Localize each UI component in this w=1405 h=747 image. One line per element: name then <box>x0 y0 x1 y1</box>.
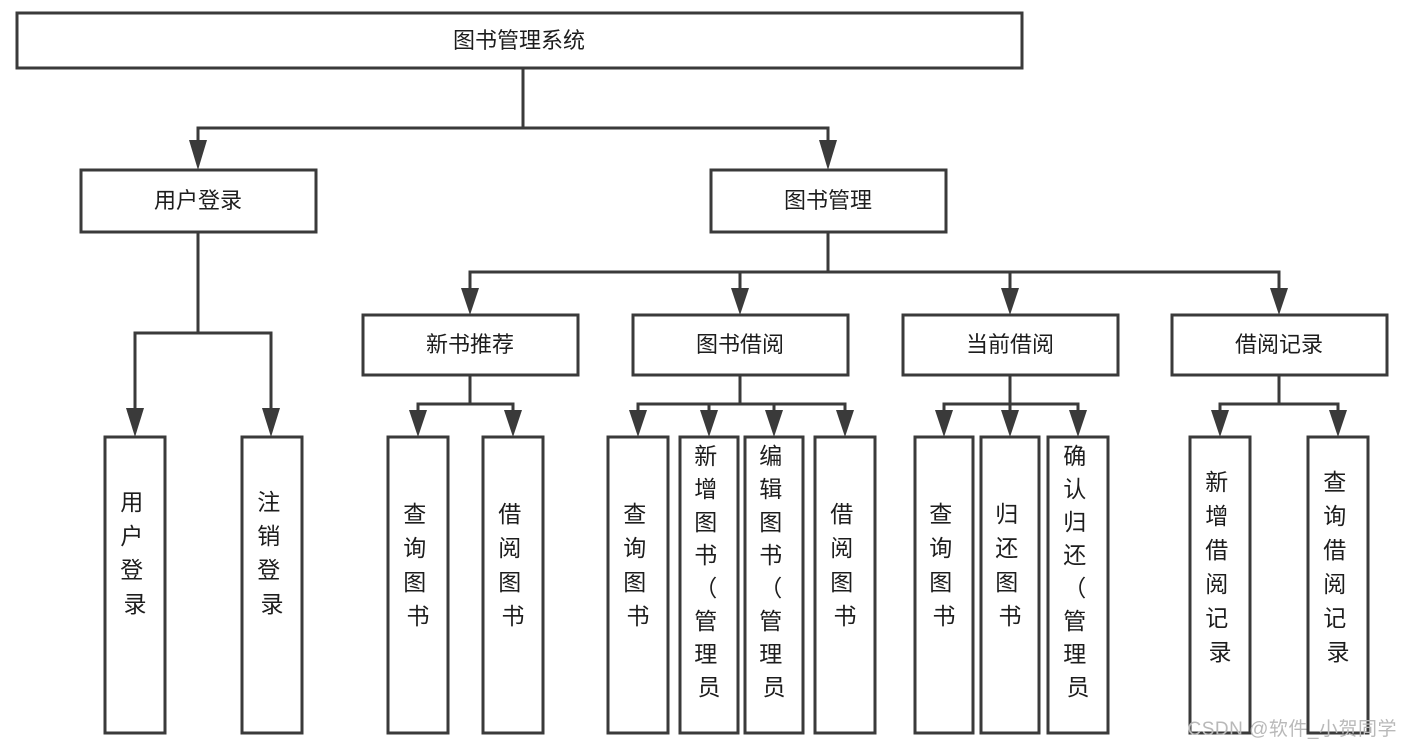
leaf-label-new-book-borrow: 借 阅 图 书 <box>498 501 527 629</box>
leaf-new-book-borrow[interactable]: 借 阅 图 书 <box>481 435 545 735</box>
leaf-label-book-borrow-query: 查 询 图 书 <box>623 501 652 629</box>
arrow-bookborrow-leaf-2 <box>700 410 718 437</box>
leaf-label-current-borrow-query: 查 询 图 书 <box>929 501 958 629</box>
leaf-label-borrow-record-add: 新 增 借 阅 记 录 <box>1205 469 1234 665</box>
node-label-user-login: 用户登录 <box>154 188 242 213</box>
arrow-to-current-borrow <box>1001 288 1019 315</box>
arrow-to-leaf-user-login <box>126 408 144 437</box>
leaf-borrow-record-query[interactable]: 查 询 借 阅 记 录 <box>1306 435 1370 735</box>
arrow-to-borrow-record <box>1270 288 1288 315</box>
leaf-label-user-login-login: 用 户 登 录 <box>120 489 149 617</box>
arrow-to-book-borrow <box>731 288 749 315</box>
node-book-borrow[interactable]: 图书借阅 <box>631 313 850 377</box>
leaf-label-user-login-logout: 注 销 登 录 <box>257 489 286 617</box>
node-book-management[interactable]: 图书管理 <box>709 168 948 234</box>
leaf-label-book-borrow-edit: 编 辑 图 书 （ 管 理 员 <box>759 443 788 700</box>
arrow-currentborrow-leaf-2 <box>1001 410 1019 437</box>
arrow-to-user-login <box>189 140 207 170</box>
leaf-current-borrow-query[interactable]: 查 询 图 书 <box>913 435 975 735</box>
csdn-watermark: CSDN @软件_小贺同学 <box>1187 719 1397 740</box>
arrow-borrowrecord-leaf-2 <box>1329 410 1347 437</box>
arrow-newbook-leaf-1 <box>409 410 427 437</box>
leaf-current-borrow-return[interactable]: 归 还 图 书 <box>979 435 1041 735</box>
arrow-borrowrecord-leaf-1 <box>1211 410 1229 437</box>
node-root-book-management-system[interactable]: 图书管理系统 <box>15 11 1024 70</box>
node-user-login[interactable]: 用户登录 <box>79 168 318 234</box>
node-label-root: 图书管理系统 <box>453 28 585 53</box>
edges-layer <box>126 66 1347 437</box>
leaf-book-borrow-add[interactable]: 新 增 图 书 （ 管 理 员 <box>678 435 740 735</box>
node-new-book-recommendation[interactable]: 新书推荐 <box>361 313 580 377</box>
arrow-to-book-manage <box>819 140 837 170</box>
nodes-layer: 图书管理系统 用户登录 图书管理 新书推荐 图书借阅 <box>15 11 1389 735</box>
node-borrow-record[interactable]: 借阅记录 <box>1170 313 1389 377</box>
node-current-borrow[interactable]: 当前借阅 <box>901 313 1120 377</box>
leaf-label-new-book-query: 查 询 图 书 <box>403 501 432 629</box>
node-label-current-borrow: 当前借阅 <box>966 332 1054 357</box>
leaf-user-login-login[interactable]: 用 户 登 录 <box>103 435 167 735</box>
leaf-label-book-borrow-add: 新 增 图 书 （ 管 理 员 <box>694 443 723 700</box>
leaf-current-borrow-confirm[interactable]: 确 认 归 还 （ 管 理 员 <box>1046 435 1110 735</box>
leaf-label-current-borrow-return: 归 还 图 书 <box>995 501 1024 629</box>
leaf-user-login-logout[interactable]: 注 销 登 录 <box>240 435 304 735</box>
leaf-label-borrow-record-query: 查 询 借 阅 记 录 <box>1323 469 1352 665</box>
node-label-borrow-record: 借阅记录 <box>1235 332 1323 357</box>
arrow-bookborrow-leaf-3 <box>765 410 783 437</box>
arrow-currentborrow-leaf-3 <box>1069 410 1087 437</box>
leaf-label-current-borrow-confirm: 确 认 归 还 （ 管 理 员 <box>1063 443 1092 700</box>
leaf-label-book-borrow-borrow: 借 阅 图 书 <box>830 501 859 629</box>
arrow-to-leaf-logout <box>262 408 280 437</box>
arrow-to-new-book-rec <box>461 288 479 315</box>
leaf-book-borrow-query[interactable]: 查 询 图 书 <box>606 435 670 735</box>
node-label-new-book-recommendation: 新书推荐 <box>426 332 514 357</box>
leaf-book-borrow-edit[interactable]: 编 辑 图 书 （ 管 理 员 <box>743 435 805 735</box>
arrow-newbook-leaf-2 <box>504 410 522 437</box>
arrow-bookborrow-leaf-4 <box>836 410 854 437</box>
arrow-currentborrow-leaf-1 <box>935 410 953 437</box>
leaf-book-borrow-borrow[interactable]: 借 阅 图 书 <box>813 435 877 735</box>
leaf-new-book-query[interactable]: 查 询 图 书 <box>386 435 450 735</box>
arrow-bookborrow-leaf-1 <box>629 410 647 437</box>
node-label-book-management: 图书管理 <box>784 188 872 213</box>
node-label-book-borrow: 图书借阅 <box>696 332 784 357</box>
leaf-borrow-record-add[interactable]: 新 增 借 阅 记 录 <box>1188 435 1252 735</box>
